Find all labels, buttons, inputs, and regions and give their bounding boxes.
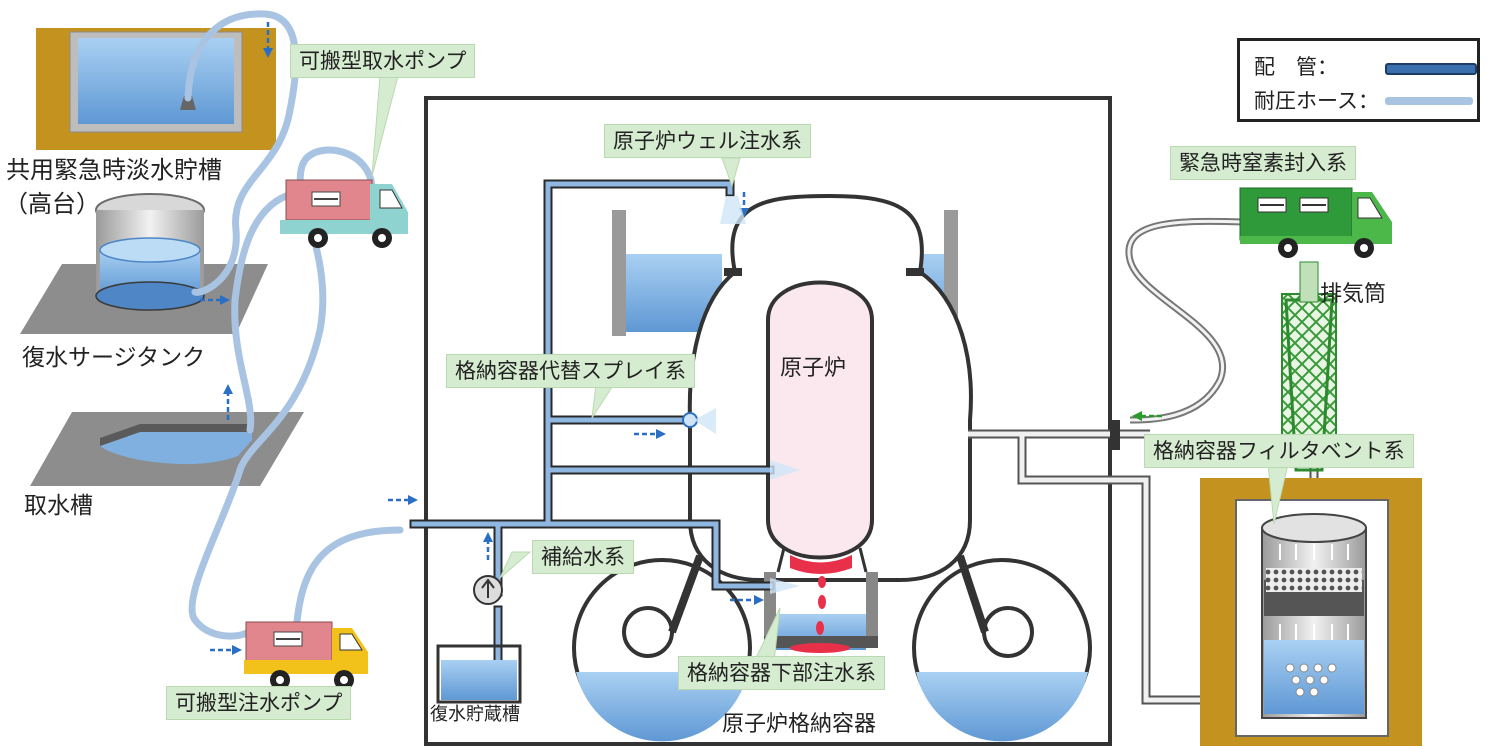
callout-nitrogen-injection: 緊急時窒素封入系 [1170, 146, 1356, 180]
callout-alt-spray: 格納容器代替スプレイ系 [446, 354, 695, 388]
label-condensate-surge-tank: 復水サージタンク [22, 345, 206, 371]
condensate-storage-tank [436, 644, 522, 704]
callout-reactor-well-injection: 原子炉ウェル注水系 [604, 124, 811, 158]
flow-arrows [200, 22, 764, 655]
filter-vent-vessel [1200, 478, 1422, 746]
label-containment-vessel: 原子炉格納容器 [722, 712, 877, 737]
label-intake-pit: 取水槽 [24, 493, 93, 519]
legend-piping-label: 配 管： [1254, 55, 1338, 79]
corium-drops [790, 576, 850, 653]
reactor-pressure-vessel [766, 280, 874, 560]
condensate-surge-tank [20, 193, 268, 334]
spray-nozzles [682, 196, 800, 594]
label-exhaust-stack: 排気筒 [1320, 282, 1387, 307]
label-reactor: 原子炉 [780, 356, 847, 381]
label-condensate-storage-tank: 復水貯蔵槽 [430, 704, 520, 725]
nitrogen-hose [1125, 217, 1245, 424]
callout-portable-intake-pump: 可搬型取水ポンプ [290, 44, 476, 78]
legend-piping-sample [1385, 63, 1477, 75]
intake-pit [30, 412, 304, 486]
label-common-emergency-tank-sub: （高台） [4, 190, 100, 218]
legend-hose-sample [1385, 97, 1473, 105]
common-emergency-tank [36, 28, 276, 150]
label-common-emergency-tank: 共用緊急時淡水貯槽 [6, 156, 222, 184]
callout-lower-injection: 格納容器下部注水系 [678, 656, 885, 690]
portable-intake-pump-truck [280, 179, 408, 248]
nitrogen-injection-truck [1239, 187, 1392, 258]
callout-portable-injection-pump: 可搬型注水ポンプ [166, 686, 352, 720]
exhaust-stack [1281, 261, 1337, 472]
pressure-hoses [184, 10, 404, 640]
callout-filter-vent: 格納容器フィルタベント系 [1144, 434, 1414, 468]
legend-hose-label: 耐圧ホース： [1254, 89, 1379, 113]
legend: 配 管： 耐圧ホース： [1237, 38, 1480, 122]
suppression-pool [572, 554, 1092, 742]
nitrogen-flow-arrow [1132, 411, 1162, 421]
callout-makeup-water: 補給水系 [532, 540, 634, 574]
callout-tails [371, 75, 1289, 663]
portable-injection-pump-truck [244, 621, 368, 690]
piping [409, 179, 775, 685]
makeup-water-pump [473, 575, 503, 605]
